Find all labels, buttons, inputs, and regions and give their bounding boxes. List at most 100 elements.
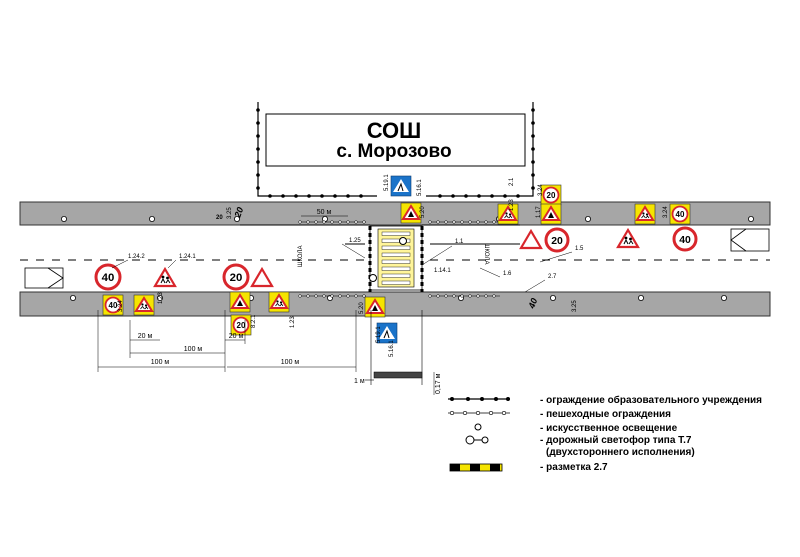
fence-post-icon — [451, 194, 455, 198]
children-plate-left — [133, 294, 155, 316]
speed-limit-40-sign-right: 40 — [672, 226, 698, 252]
speed-limit-40-sign-right-value: 40 — [679, 235, 691, 246]
speed-plate-40-right-value: 40 — [676, 210, 685, 219]
crossing-plate-top — [400, 202, 422, 224]
speed-limit-20-sign-right-value: 20 — [551, 236, 563, 247]
light-icon — [474, 423, 482, 431]
school-title: СОШ — [367, 118, 422, 143]
speed-limit-40-sign-left: 40 — [94, 263, 122, 291]
fence-post-icon — [281, 194, 285, 198]
warning-sign-right — [519, 229, 543, 250]
crossing-plate-bottom — [364, 296, 386, 318]
speed-limit-40-sign-left-value: 40 — [102, 272, 115, 284]
speed-plate-20-top-value: 20 — [547, 191, 556, 200]
sign-code-c-5-20-left: 5.20 — [420, 206, 426, 218]
speed-limit-20-sign-left: 20 — [222, 263, 250, 291]
dim-20m-right: 20 м — [229, 333, 244, 340]
dim-20m-left: 20 м — [138, 333, 153, 340]
fence-post-icon — [256, 108, 260, 112]
sign-code-c-8-2-1: 8.2.1 — [251, 314, 257, 328]
light-icon — [585, 215, 592, 222]
fence-post-icon — [490, 194, 494, 198]
legend-traffic-light-note: (двухстороннего исполнения) — [546, 447, 695, 458]
sign-code-c-1-1: 1.1 — [455, 239, 464, 245]
fence-post-icon — [531, 186, 535, 190]
fence-post-icon — [531, 160, 535, 164]
school-subtitle: с. Морозово — [336, 141, 451, 162]
dim-100m-left: 100 м — [151, 359, 170, 366]
fence-dot-icon — [450, 397, 454, 401]
fence-post-icon — [503, 194, 507, 198]
speed-plate-20-top: 20 — [540, 184, 562, 206]
light-icon — [156, 294, 163, 301]
sign-code-c-5-20-bottom: 5.20 — [359, 302, 365, 314]
fence-dot-icon — [506, 397, 510, 401]
road-marking-speed-20-small: 20 — [216, 215, 223, 221]
sign-code-c-1-23-mid: 1.23 — [290, 316, 296, 328]
children-plate-mid — [268, 291, 290, 313]
children-warning-sign-left — [153, 267, 177, 288]
fence-post-icon — [359, 194, 363, 198]
sign-code-c-3-24-right: 3.24 — [663, 206, 669, 218]
pedestrian-crossing-sign-top — [390, 175, 412, 197]
light-icon — [61, 215, 68, 222]
sign-code-c-1-24-2: 1.24.2 — [128, 254, 145, 260]
sign-code-c-1-23-top: 1.23 — [509, 199, 515, 211]
fence-post-icon — [256, 173, 260, 177]
road-text-school-upper: ШКОЛА — [483, 243, 489, 264]
fence-post-icon — [531, 121, 535, 125]
dim-100m-mid: 100 м — [184, 346, 203, 353]
sign-code-c-1-6: 1.6 — [503, 271, 512, 277]
road-marking-speed-20-upper: 20 — [232, 206, 245, 220]
sign-code-c-5-19-bottom: 5.19.1 — [376, 326, 382, 343]
sign-code-c-2-1: 2.1 — [509, 177, 515, 186]
crossing-plate-left — [229, 291, 251, 313]
road-marking-speed-40: 40 — [526, 297, 539, 311]
speed-limit-20-sign-left-value: 20 — [230, 272, 243, 284]
crossing-plate-right — [540, 203, 562, 225]
lower-sidewalk — [19, 291, 771, 317]
legend-marking: - разметка 2.7 — [540, 462, 608, 473]
fence-post-icon — [307, 194, 311, 198]
speed-plate-20-left-value: 20 — [237, 321, 246, 330]
sign-code-c-1-24-1: 1.24.1 — [179, 254, 196, 260]
sign-code-c-3-24-left: 3.24 — [118, 300, 124, 312]
fence-dot-icon — [466, 397, 470, 401]
fence-post-icon — [256, 121, 260, 125]
school-fence — [256, 102, 535, 198]
traffic-light-icon — [369, 274, 377, 282]
fence-post-icon — [320, 194, 324, 198]
fence-post-icon — [531, 108, 535, 112]
sign-code-c-1-14-1: 1.14.1 — [434, 268, 451, 274]
light-icon — [70, 294, 77, 301]
road-markings — [20, 243, 770, 261]
fence-dot-icon — [480, 397, 484, 401]
fence-post-icon — [256, 147, 260, 151]
legend-ped-fence: - пешеходные ограждения — [540, 409, 671, 420]
fence-post-icon — [294, 194, 298, 198]
pedestrian-fencing — [298, 220, 500, 298]
sign-code-c-1-17: 1.17 — [536, 206, 542, 218]
sign-code-c-1-5: 1.5 — [575, 246, 584, 252]
children-plate-right — [497, 203, 519, 225]
traffic-light-icon — [399, 237, 407, 245]
direction-arrow-right-entry — [730, 228, 770, 252]
fence-post-icon — [477, 194, 481, 198]
dim-017m: 0,17 м — [435, 373, 442, 394]
sign-code-c-1-25: 1.25 — [349, 238, 361, 244]
fence-post-icon — [531, 173, 535, 177]
light-icon — [638, 294, 645, 301]
sign-code-c-2-7: 2.7 — [548, 274, 557, 280]
speed-limit-20-sign-right: 20 — [544, 227, 570, 253]
sign-code-c-3-25-right: 3.25 — [572, 300, 578, 312]
upper-sidewalk — [19, 201, 771, 226]
fence-post-icon — [531, 147, 535, 151]
light-icon — [721, 294, 728, 301]
legend-lighting: - искусственное освещение — [540, 423, 678, 434]
sign-code-c-5-19-top: 5.19.1 — [384, 174, 390, 191]
traffic-light-icon — [465, 435, 475, 445]
speed-plate-40-right: 40 — [669, 203, 691, 225]
dim-1m: 1 м — [354, 378, 365, 385]
fence-post-icon — [268, 194, 272, 198]
